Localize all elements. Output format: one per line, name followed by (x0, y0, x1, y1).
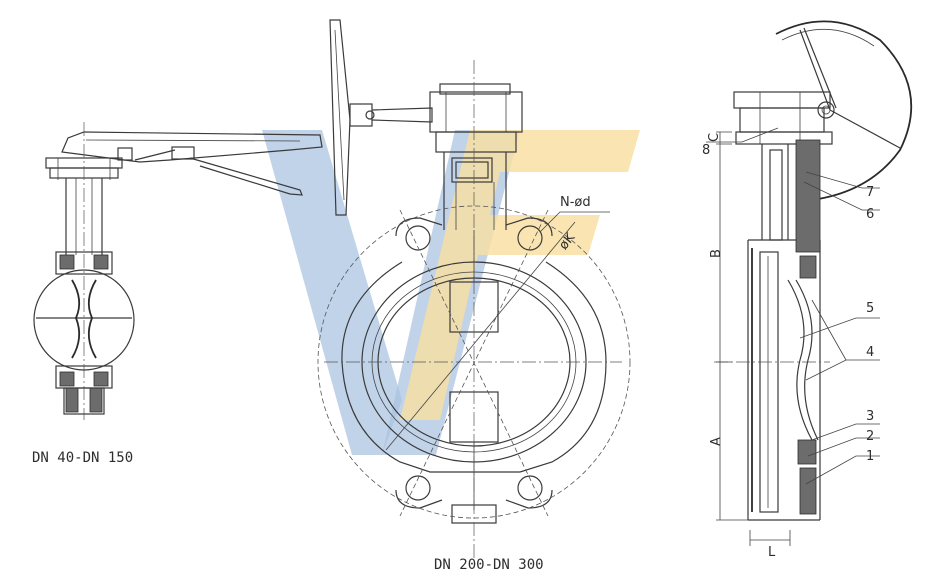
center-view-label: DN 200-DN 300 (434, 557, 544, 573)
right-view-section: C B A L 8 7 6 5 4 3 2 1 (702, 20, 913, 560)
dimension-l: L (768, 545, 776, 560)
dimension-c: C (707, 133, 722, 142)
watermark-logo (262, 130, 640, 455)
part-number-7: 7 (866, 185, 874, 200)
center-view-gear-valve: N-ød øK DN 200-DN 300 (317, 19, 631, 573)
dimension-b: B (709, 249, 724, 258)
part-number-3: 3 (866, 409, 874, 424)
left-view-lever-valve: DN 40-DN 150 (32, 122, 323, 466)
dimension-a: A (709, 437, 724, 446)
part-number-6: 6 (866, 207, 874, 222)
part-number-5: 5 (866, 301, 874, 316)
part-number-1: 1 (866, 449, 874, 464)
part-number-8: 8 (702, 143, 710, 158)
part-number-4: 4 (866, 345, 874, 360)
holes-annotation: N-ød (560, 195, 591, 210)
part-number-2: 2 (866, 429, 874, 444)
left-view-label: DN 40-DN 150 (32, 450, 133, 466)
